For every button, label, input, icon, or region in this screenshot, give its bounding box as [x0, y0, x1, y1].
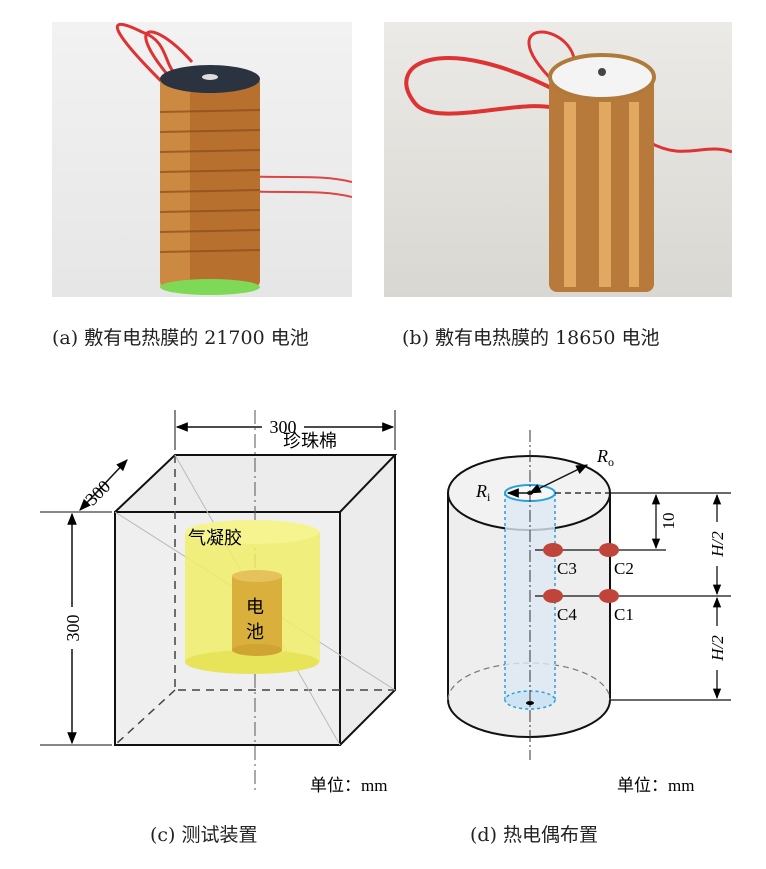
- foam-label: 珍珠棉: [283, 431, 337, 451]
- dimension-depth: 300: [79, 459, 128, 511]
- half-height-bottom-label: H/2: [708, 635, 727, 662]
- battery-cylinder: [232, 570, 282, 656]
- dimension-height: 300: [40, 511, 112, 746]
- battery-18650-illustration: [404, 30, 732, 292]
- unit-label-d: 单位：mm: [617, 776, 694, 795]
- ro-label: Ro: [596, 446, 614, 469]
- point-c1: [599, 589, 619, 603]
- ri-label: Ri: [475, 481, 491, 504]
- photo-21700-battery: [52, 22, 352, 297]
- battery-label-1: 电: [246, 597, 264, 617]
- label-c1: C1: [614, 605, 634, 624]
- half-height-top-label: H/2: [708, 531, 727, 558]
- ro-arrow: [528, 464, 589, 494]
- label-c3: C3: [557, 559, 577, 578]
- height-label: 300: [63, 615, 83, 642]
- label-c2: C2: [614, 559, 634, 578]
- point-c4: [543, 589, 563, 603]
- dimension-width: 300: [174, 410, 396, 450]
- caption-a: (a) 敷有电热膜的 21700 电池: [52, 327, 309, 349]
- dim-10-label: 10: [659, 513, 678, 530]
- photo-18650-battery: [384, 22, 732, 297]
- thermocouple-points: [543, 543, 619, 603]
- battery-label-2: 池: [246, 622, 264, 642]
- battery-21700-illustration: [115, 22, 352, 295]
- test-apparatus-diagram: 300 300 300 珍珠棉 气凝胶 电 池 单位：mm: [40, 410, 398, 795]
- caption-b: (b) 敷有电热膜的 18650 电池: [402, 327, 660, 349]
- point-c3: [543, 543, 563, 557]
- thermocouple-layout-diagram: Ro Ri 10 H/2 H/2 C3 C2 C4 C1 单位：mm: [447, 430, 731, 795]
- aerogel-label: 气凝胶: [188, 528, 242, 548]
- point-c2: [599, 543, 619, 557]
- unit-label-c: 单位：mm: [310, 776, 387, 795]
- caption-c: (c) 测试装置: [150, 824, 258, 846]
- width-label: 300: [270, 417, 297, 437]
- caption-d: (d) 热电偶布置: [470, 824, 599, 846]
- label-c4: C4: [557, 605, 577, 624]
